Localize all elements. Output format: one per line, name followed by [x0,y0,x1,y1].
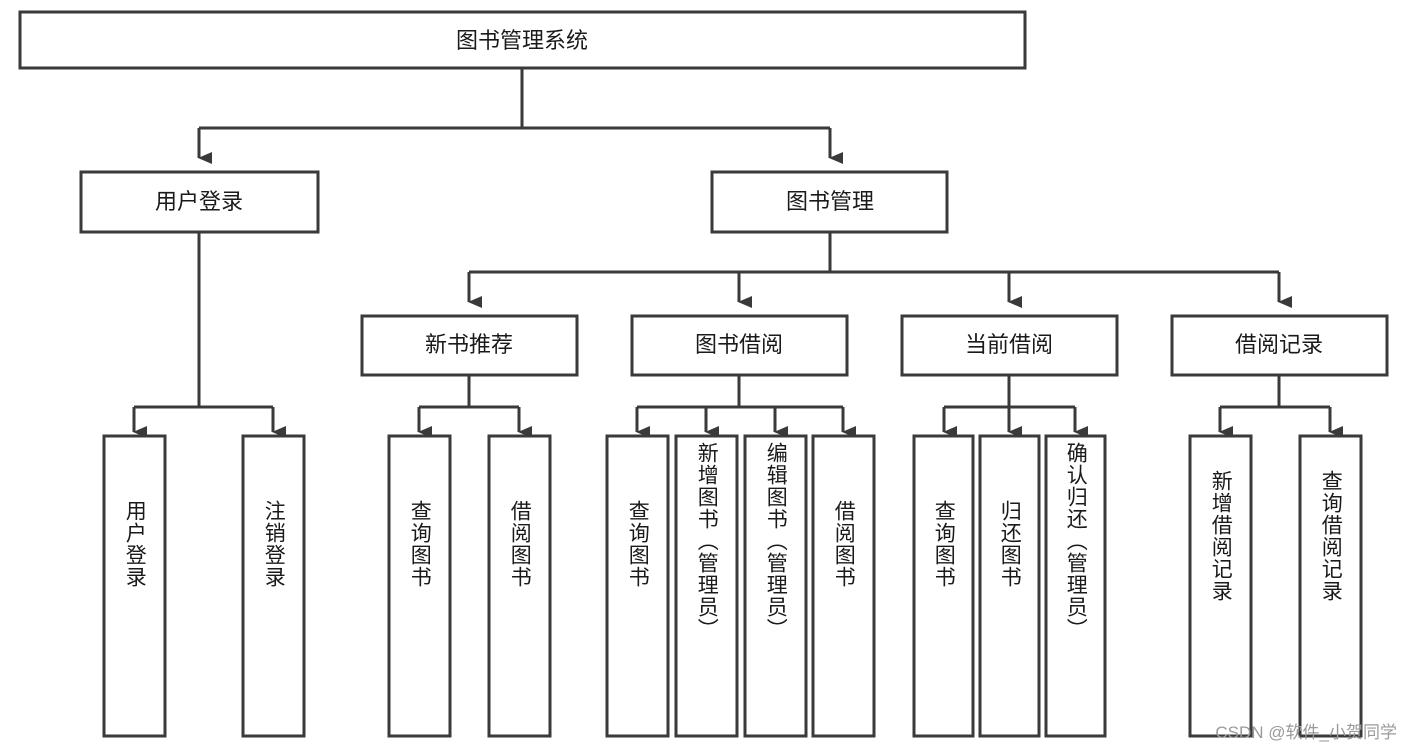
node-current-borrow-label: 当前借阅 [965,332,1053,357]
leaf-box-current-borrow-0[interactable] [912,434,975,738]
node-root[interactable]: 图书管理系统 [18,10,1027,70]
leaf-box-current-borrow-2[interactable] [1044,434,1107,738]
watermark-text: CSDN @软件_小贺同学 [1215,723,1397,742]
leaf-box-user-login-1[interactable] [241,434,306,738]
node-borrow-records[interactable]: 借阅记录 [1170,314,1389,377]
leaf-box-borrow-records-0[interactable] [1188,434,1253,738]
node-user-login-label: 用户登录 [155,189,243,214]
connector-userlogin-to-leaves [132,232,286,438]
leaf-box-book-borrow-2[interactable] [743,434,808,738]
leaf-box-user-login-0[interactable] [102,434,167,738]
node-new-book-recommend[interactable]: 新书推荐 [360,314,579,377]
leaf-box-book-borrow-0[interactable] [605,434,670,738]
node-user-login[interactable]: 用户登录 [79,170,320,234]
node-book-borrow[interactable]: 图书借阅 [630,314,849,377]
leaf-box-borrow-records-1[interactable] [1298,434,1363,738]
leaf-box-book-borrow-1[interactable] [674,434,739,738]
connector-currentborrow-to-leaves [942,375,1088,438]
connector-borrowrecords-to-leaves [1218,375,1343,438]
node-book-management-label: 图书管理 [786,189,874,214]
connector-bookborrow-to-leaves [635,375,856,438]
connector-root-to-level2 [197,68,843,164]
leaf-box-new-book-0[interactable] [387,434,452,738]
node-current-borrow[interactable]: 当前借阅 [900,314,1119,377]
connector-newbook-to-leaves [417,375,532,438]
node-book-management[interactable]: 图书管理 [710,170,949,234]
node-new-book-recommend-label: 新书推荐 [425,332,513,357]
node-root-label: 图书管理系统 [456,28,588,53]
leaf-box-current-borrow-1[interactable] [978,434,1041,738]
leaf-box-new-book-1[interactable] [487,434,552,738]
node-borrow-records-label: 借阅记录 [1235,332,1323,357]
leaf-box-book-borrow-3[interactable] [811,434,876,738]
node-book-borrow-label: 图书借阅 [695,332,783,357]
connector-bookmgmt-to-level3 [467,232,1292,308]
